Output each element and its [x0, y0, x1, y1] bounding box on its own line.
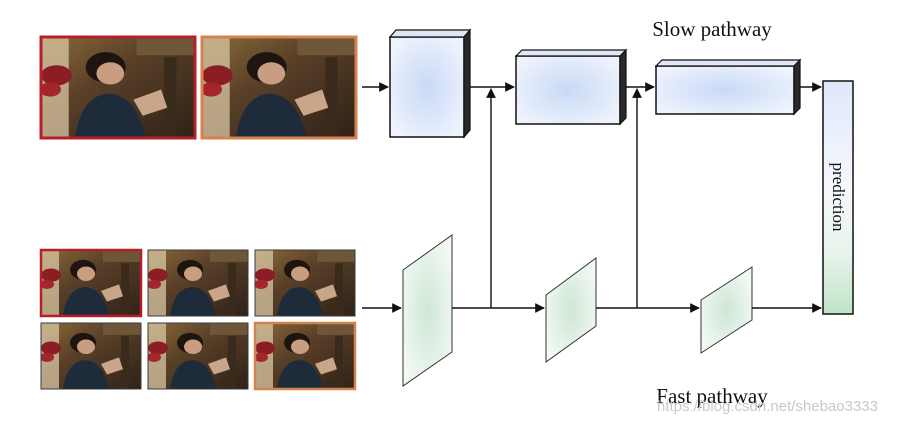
- fast-frame-5: [147, 322, 249, 390]
- slow-pathway-label: Slow pathway: [652, 17, 772, 41]
- slow-frame-2: [200, 35, 358, 140]
- fast-frame-4: [40, 322, 142, 390]
- slow-block-3: [654, 58, 802, 116]
- watermark-text: https://blog.csdn.net/shebao3333: [657, 398, 878, 415]
- fast-frame-1: [39, 248, 143, 318]
- fast-frame-6: [253, 321, 357, 391]
- fast-pathway-label: Fast pathway: [656, 384, 768, 408]
- slow-block-2: [514, 48, 628, 126]
- fast-block-1: [402, 234, 453, 387]
- fast-block-3: [700, 266, 753, 354]
- prediction-label: prediction: [829, 163, 848, 232]
- connectors: [362, 82, 822, 313]
- fast-frame-2: [147, 249, 249, 317]
- slow-block-1: [388, 28, 472, 139]
- fast-block-2: [545, 257, 597, 363]
- prediction-bar: [822, 80, 854, 315]
- fast-frame-3: [254, 249, 356, 317]
- slow-input-frames: [39, 35, 358, 140]
- slow-frame-1: [39, 35, 197, 140]
- fast-input-frames: [39, 248, 357, 391]
